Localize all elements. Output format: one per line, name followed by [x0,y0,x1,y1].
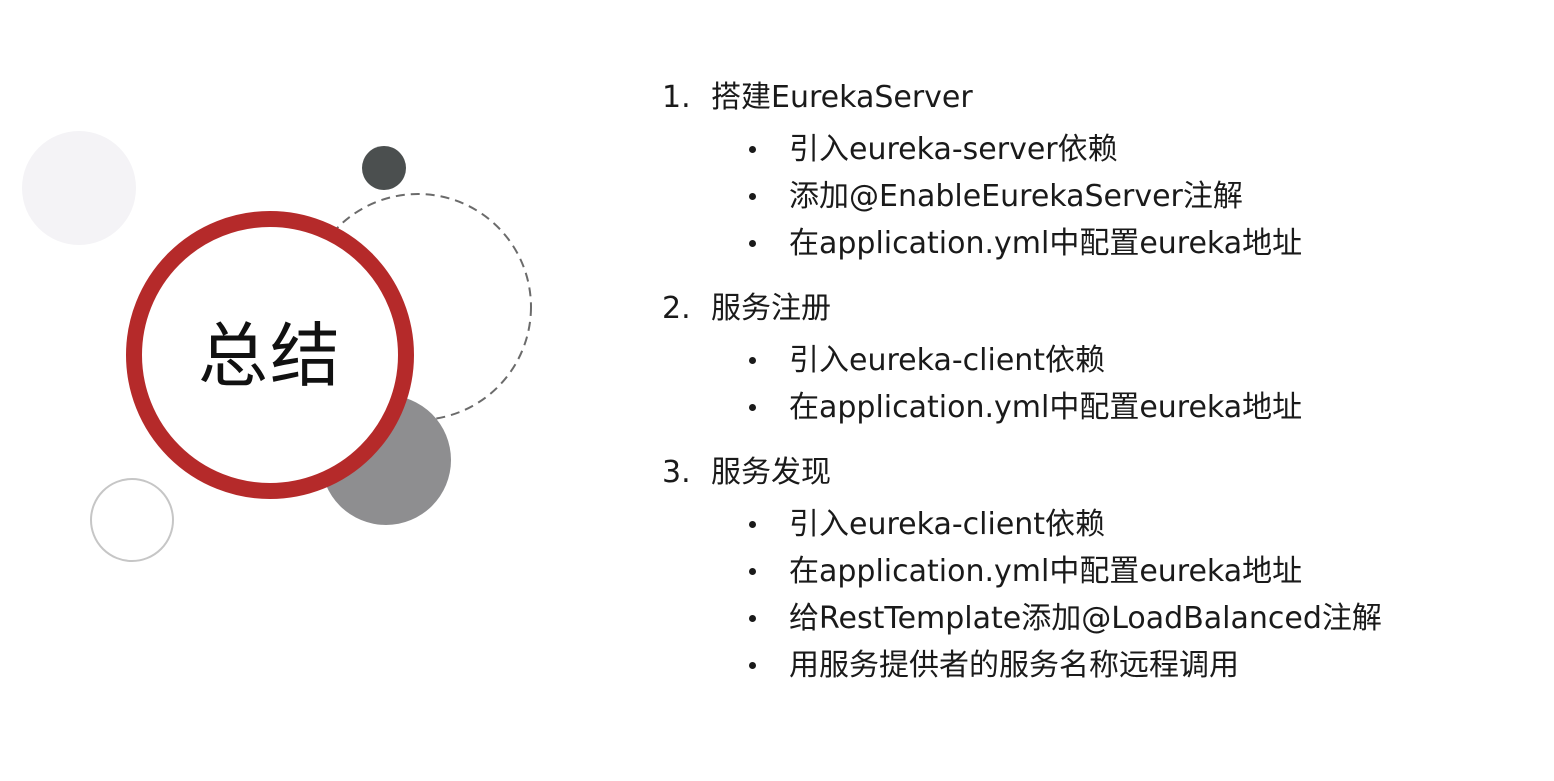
slide-title: 总结 [198,315,342,397]
bullet-text: 在application.yml中配置eureka地址 [789,226,1303,261]
bullet-item: 引入eureka-client依赖 [662,337,1542,384]
bullet-list: 引入eureka-server依赖 添加@EnableEurekaServer注… [662,126,1542,267]
bullet-icon [749,521,756,528]
bullet-text: 引入eureka-server依赖 [789,132,1118,167]
bullet-icon [749,404,756,411]
section-heading: 2. 服务注册 [662,289,1542,329]
outline-circle [90,478,174,562]
summary-outline: 1. 搭建EurekaServer 引入eureka-server依赖 添加@E… [662,78,1542,711]
section-number: 3. [662,455,691,490]
bullet-text: 添加@EnableEurekaServer注解 [789,179,1243,214]
light-gray-circle [22,131,136,245]
bullet-list: 引入eureka-client依赖 在application.yml中配置eur… [662,501,1542,689]
bullet-item: 引入eureka-client依赖 [662,501,1542,548]
bullet-item: 给RestTemplate添加@LoadBalanced注解 [662,595,1542,642]
bullet-icon [749,357,756,364]
bullet-icon [749,662,756,669]
bullet-icon [749,146,756,153]
section-setup-server: 1. 搭建EurekaServer 引入eureka-server依赖 添加@E… [662,78,1542,267]
section-title: 服务发现 [711,455,831,490]
section-title: 搭建EurekaServer [711,80,973,115]
bullet-item: 引入eureka-server依赖 [662,126,1542,173]
bullet-item: 添加@EnableEurekaServer注解 [662,173,1542,220]
decorative-circles [22,131,532,562]
dark-gray-dot [362,146,406,190]
section-number: 1. [662,80,691,115]
bullet-text: 用服务提供者的服务名称远程调用 [789,648,1239,683]
bullet-icon [749,193,756,200]
bullet-item: 在application.yml中配置eureka地址 [662,548,1542,595]
bullet-icon [749,615,756,622]
dashed-circle [304,193,532,421]
bullet-item: 用服务提供者的服务名称远程调用 [662,642,1542,689]
red-ring [126,211,414,499]
bullet-icon [749,240,756,247]
section-heading: 3. 服务发现 [662,453,1542,493]
section-service-registration: 2. 服务注册 引入eureka-client依赖 在application.y… [662,289,1542,431]
bullet-text: 引入eureka-client依赖 [789,343,1106,378]
section-title: 服务注册 [711,291,831,326]
bullet-list: 引入eureka-client依赖 在application.yml中配置eur… [662,337,1542,431]
bullet-text: 在application.yml中配置eureka地址 [789,390,1303,425]
section-heading: 1. 搭建EurekaServer [662,78,1542,118]
bullet-icon [749,568,756,575]
bullet-item: 在application.yml中配置eureka地址 [662,384,1542,431]
section-number: 2. [662,291,691,326]
section-service-discovery: 3. 服务发现 引入eureka-client依赖 在application.y… [662,453,1542,689]
bullet-text: 在application.yml中配置eureka地址 [789,554,1303,589]
bullet-item: 在application.yml中配置eureka地址 [662,220,1542,267]
bullet-text: 给RestTemplate添加@LoadBalanced注解 [789,601,1382,636]
bullet-text: 引入eureka-client依赖 [789,507,1106,542]
